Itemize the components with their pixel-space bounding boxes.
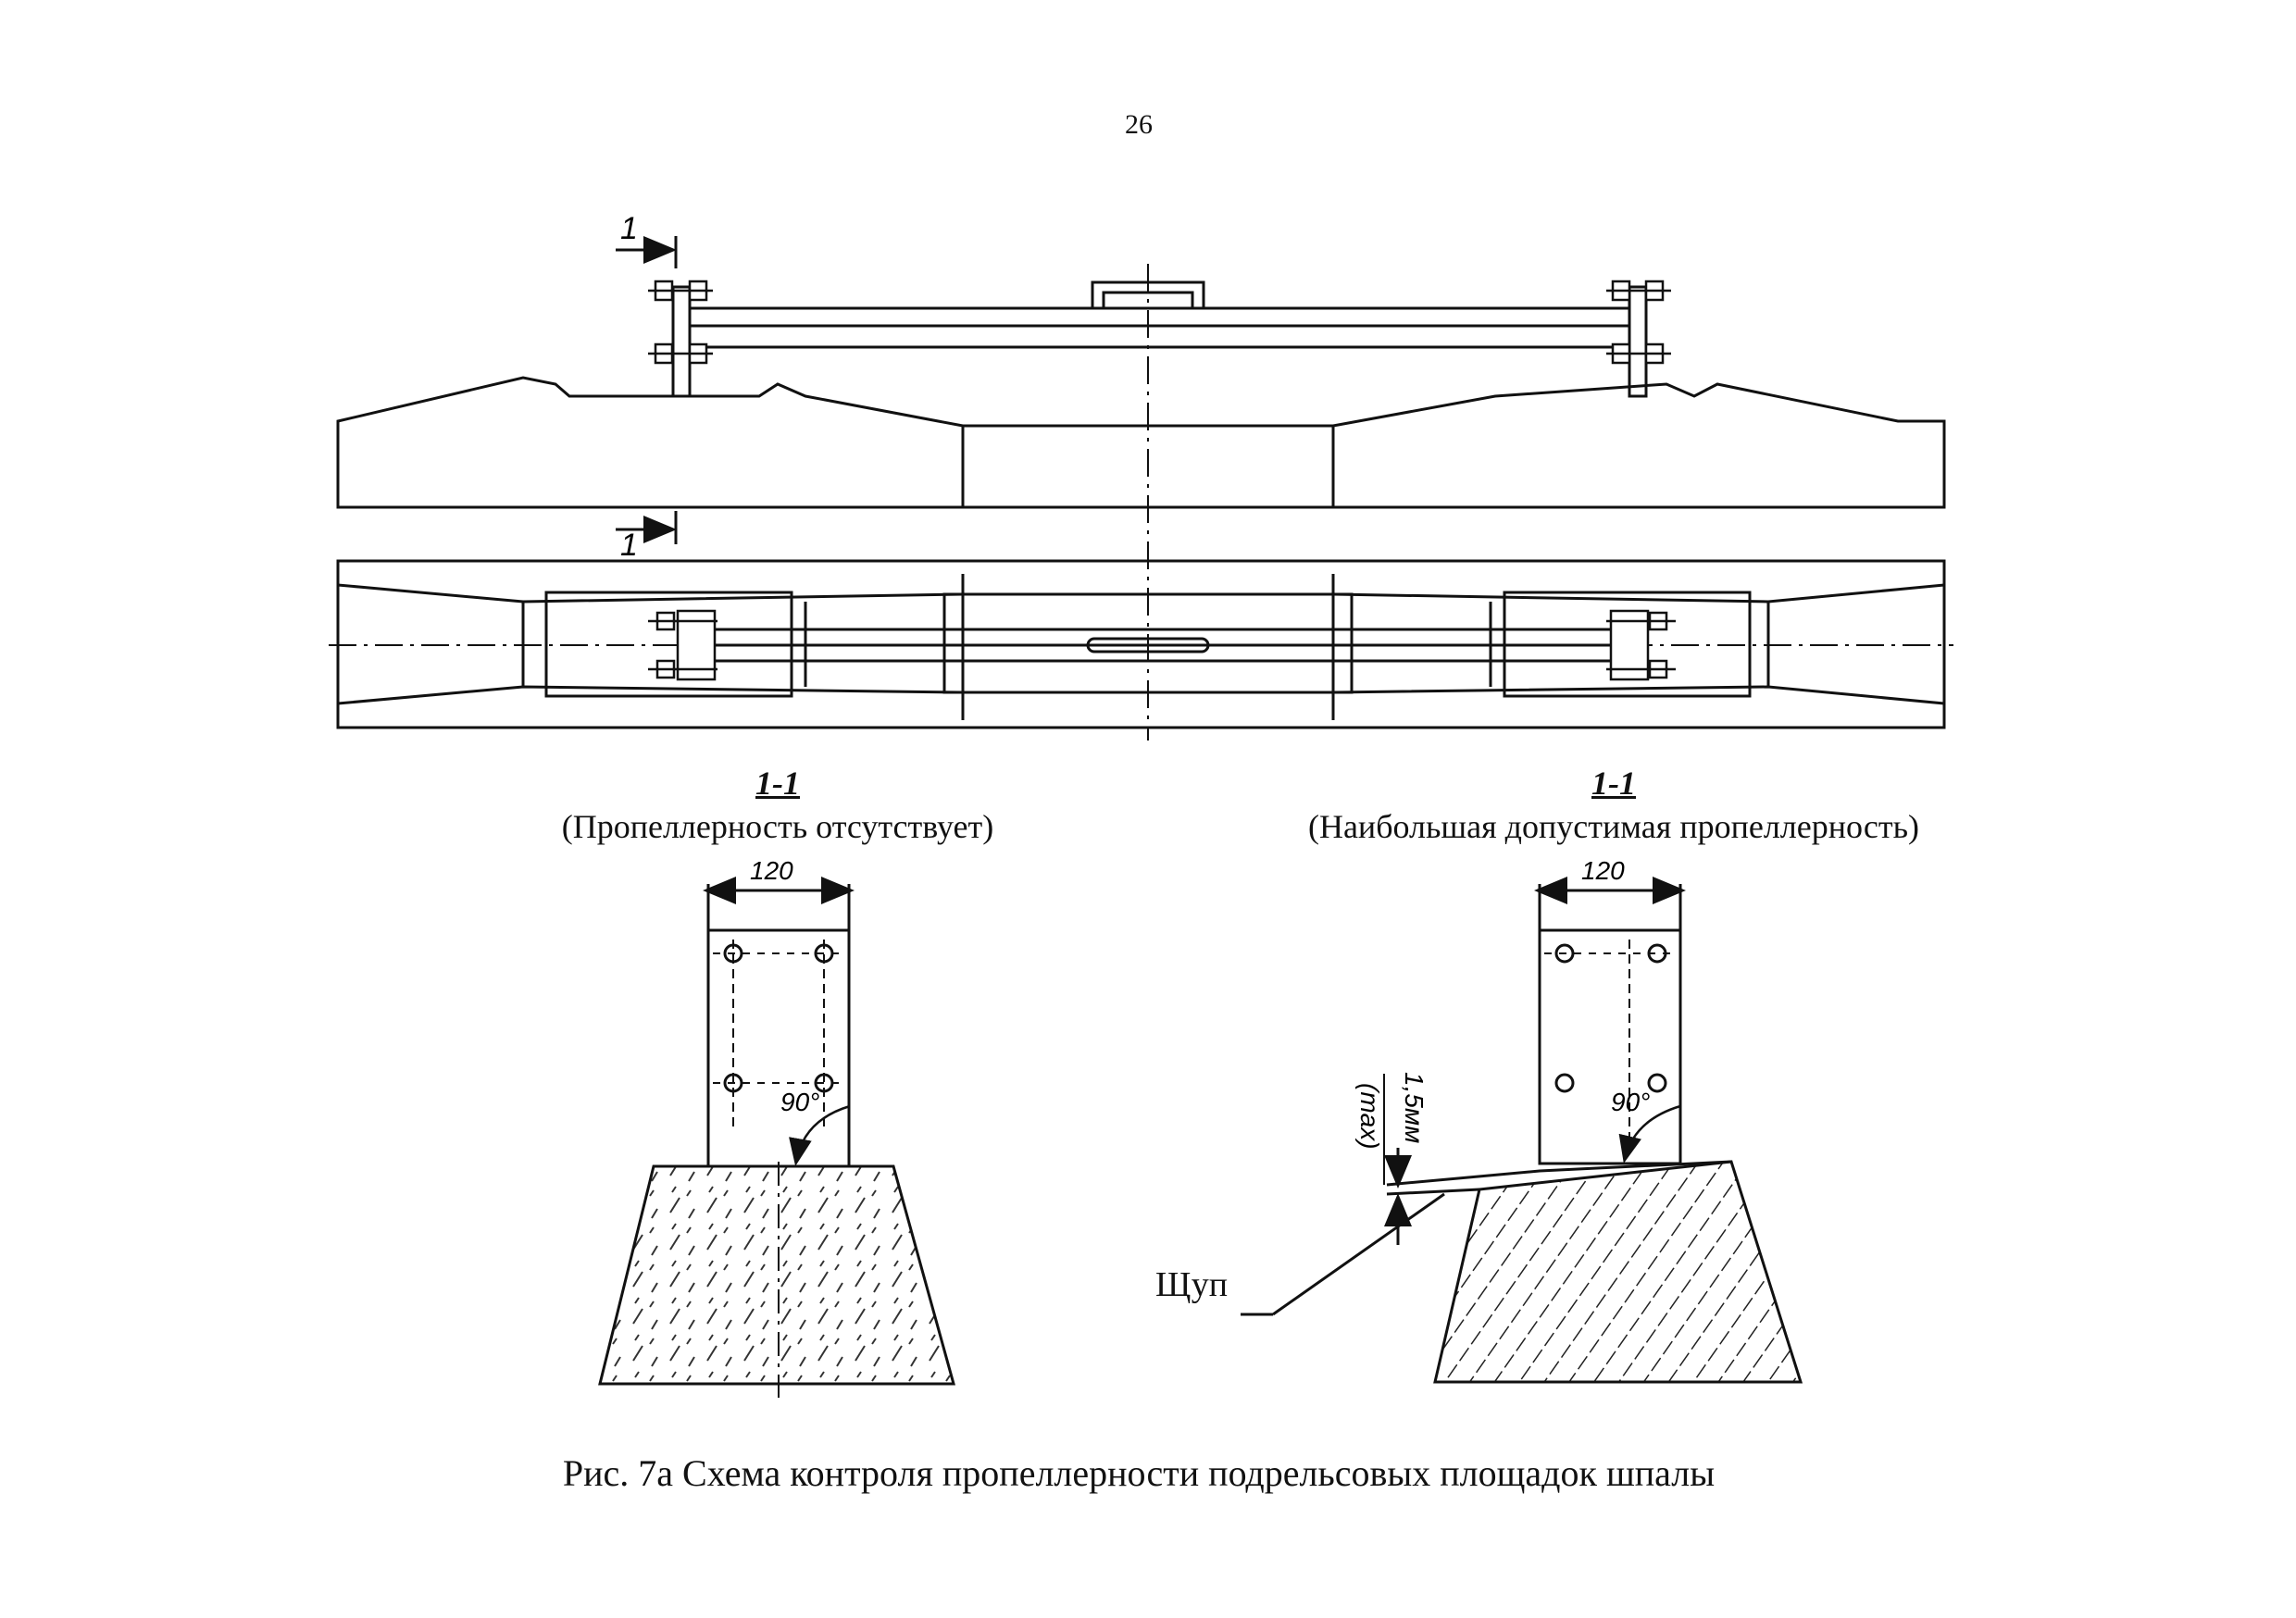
section-left-plate: [703, 877, 855, 1168]
section-left-title: 1-1: [755, 765, 800, 802]
probe-gap-dim: 1,5мм: [1400, 1072, 1429, 1143]
section-right-subtitle: (Наибольшая допустимая пропеллерность): [1307, 808, 1920, 845]
section-mark-bottom-label: 1: [620, 528, 638, 563]
section-mark-top-label: 1: [620, 211, 638, 246]
section-mark-bottom: [616, 511, 678, 544]
section-left-base: [598, 1162, 955, 1398]
section-right-base: [1433, 1160, 1803, 1384]
section-right-angle: 90°: [1611, 1088, 1650, 1116]
probe-label: Щуп: [1155, 1265, 1229, 1304]
probe-gap-note: (max): [1355, 1083, 1384, 1150]
figure-caption: Рис. 7а Схема контроля пропеллерности по…: [562, 1452, 1716, 1494]
section-left-width-dim: 120: [750, 856, 793, 885]
section-right-plate: [1534, 877, 1686, 1165]
plan-bolts-left: [648, 609, 718, 681]
sleeper-elevation: [336, 376, 1946, 509]
page-number: 26: [1125, 109, 1153, 140]
bolt-group-left: [648, 280, 713, 365]
section-right-width-dim: 120: [1581, 856, 1625, 885]
section-mark-top: [616, 236, 678, 268]
bolt-group-right: [1606, 280, 1671, 365]
section-right-title: 1-1: [1591, 765, 1636, 802]
section-left-angle: 90°: [780, 1088, 819, 1116]
section-left-subtitle: (Пропеллерность отсутствует): [561, 808, 994, 845]
probe: [1241, 1074, 1732, 1316]
plan-bolts-right: [1606, 609, 1676, 681]
gauge-bar: [671, 280, 1648, 398]
